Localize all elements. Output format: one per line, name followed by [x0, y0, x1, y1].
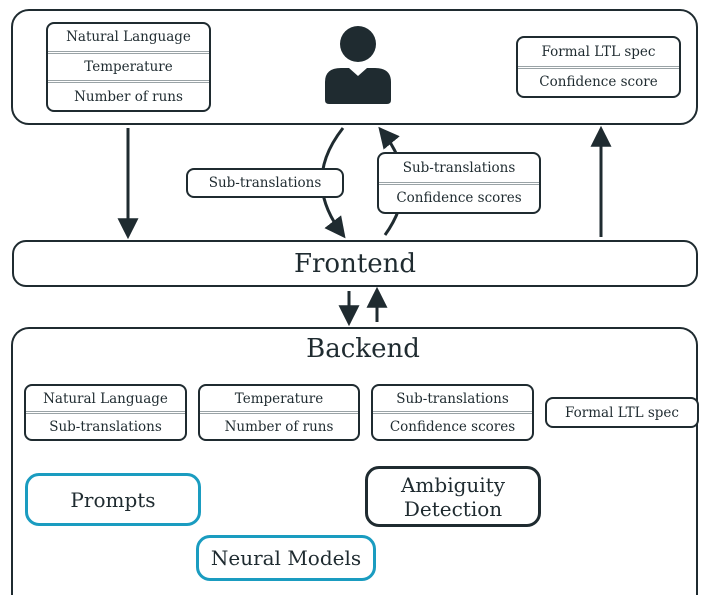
ambiguity-output-stack: Sub-translations Confidence scores	[371, 384, 534, 441]
backend-title: Backend	[306, 334, 420, 364]
input-natural-language: Natural Language	[66, 29, 191, 46]
subtranslations-label: Sub-translations	[186, 168, 344, 198]
param-temperature: Temperature	[234, 390, 324, 407]
prompt-natural-language: Natural Language	[43, 390, 168, 407]
frontend-title: Frontend	[293, 248, 417, 279]
output-formal-ltl-spec: Formal LTL spec	[541, 43, 656, 60]
prompts-module: Prompts	[25, 473, 201, 526]
frontend-bar: Frontend	[12, 240, 698, 287]
prompt-input-stack: Natural Language Sub-translations	[24, 384, 187, 441]
prompt-subtranslations: Sub-translations	[26, 411, 185, 439]
neural-models-module: Neural Models	[196, 535, 376, 581]
ambiguity-detection-module: Ambiguity Detection	[365, 466, 541, 527]
user-output-stack: Formal LTL spec Confidence score	[516, 36, 681, 98]
ambiguity-line-2: Detection	[403, 496, 503, 521]
returned-confidence-scores: Confidence scores	[379, 181, 539, 213]
returned-subtranslations: Sub-translations	[402, 159, 516, 176]
user-input-stack: Natural Language Temperature Number of r…	[46, 22, 211, 112]
input-temperature: Temperature	[48, 50, 209, 81]
returned-stack: Sub-translations Confidence scores	[377, 152, 541, 214]
ambiguity-confidence-scores: Confidence scores	[373, 411, 532, 439]
input-number-of-runs: Number of runs	[48, 80, 209, 110]
param-number-of-runs: Number of runs	[200, 411, 358, 439]
output-confidence-score: Confidence score	[518, 65, 679, 97]
ambiguity-subtranslations: Sub-translations	[396, 390, 509, 407]
formal-ltl-output: Formal LTL spec	[545, 397, 699, 428]
model-params-stack: Temperature Number of runs	[198, 384, 360, 441]
ambiguity-line-1: Ambiguity	[400, 472, 506, 497]
user-avatar-icon	[325, 26, 391, 104]
